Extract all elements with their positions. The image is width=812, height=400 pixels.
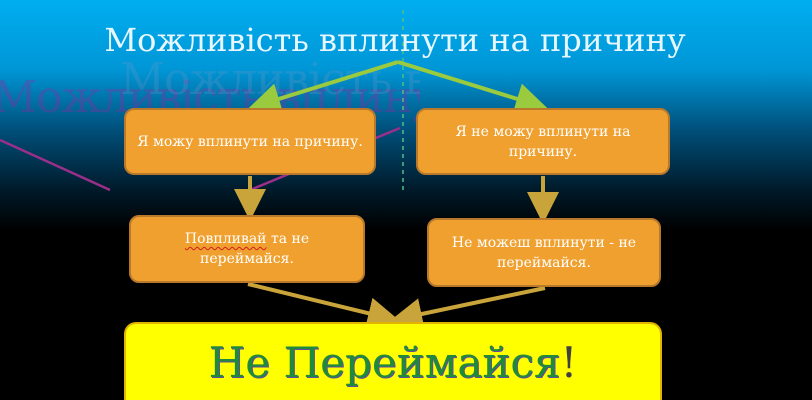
artifact-line-left	[0, 138, 111, 192]
ghost-text-artifact: Можливість вплинути на причину Можливіст…	[0, 58, 420, 128]
spellcheck-word: Повпливай	[184, 231, 267, 247]
node-cannot-action: Не можеш вплинути - не переймайся.	[427, 218, 661, 287]
result-box: Не Переймайся!	[124, 322, 662, 400]
result-exclamation: !	[560, 337, 578, 387]
result-text: Не Переймайся	[208, 337, 561, 387]
node-can-influence-label: Я можу вплинути на причину.	[137, 133, 363, 150]
arrow-converge-left	[247, 282, 400, 329]
node-influence-action: Повпливай та не переймайся.	[129, 215, 365, 283]
node-influence-action-label: Повпливай та не переймайся.	[141, 229, 353, 269]
arrow-converge-right	[390, 286, 546, 330]
node-cannot-action-label: Не можеш вплинути - не переймайся.	[451, 234, 637, 271]
node-can-influence: Я можу вплинути на причину.	[124, 108, 376, 175]
diagram-title: Можливість вплинути на причину	[104, 21, 686, 59]
arrow-top-left	[248, 60, 399, 115]
node-cannot-influence-label: Я не можу вплинути на причину.	[455, 123, 631, 160]
node-influence-action-rest: та не переймайся.	[200, 231, 310, 267]
arrow-top-right	[397, 60, 548, 115]
node-cannot-influence: Я не можу вплинути на причину.	[416, 108, 670, 175]
